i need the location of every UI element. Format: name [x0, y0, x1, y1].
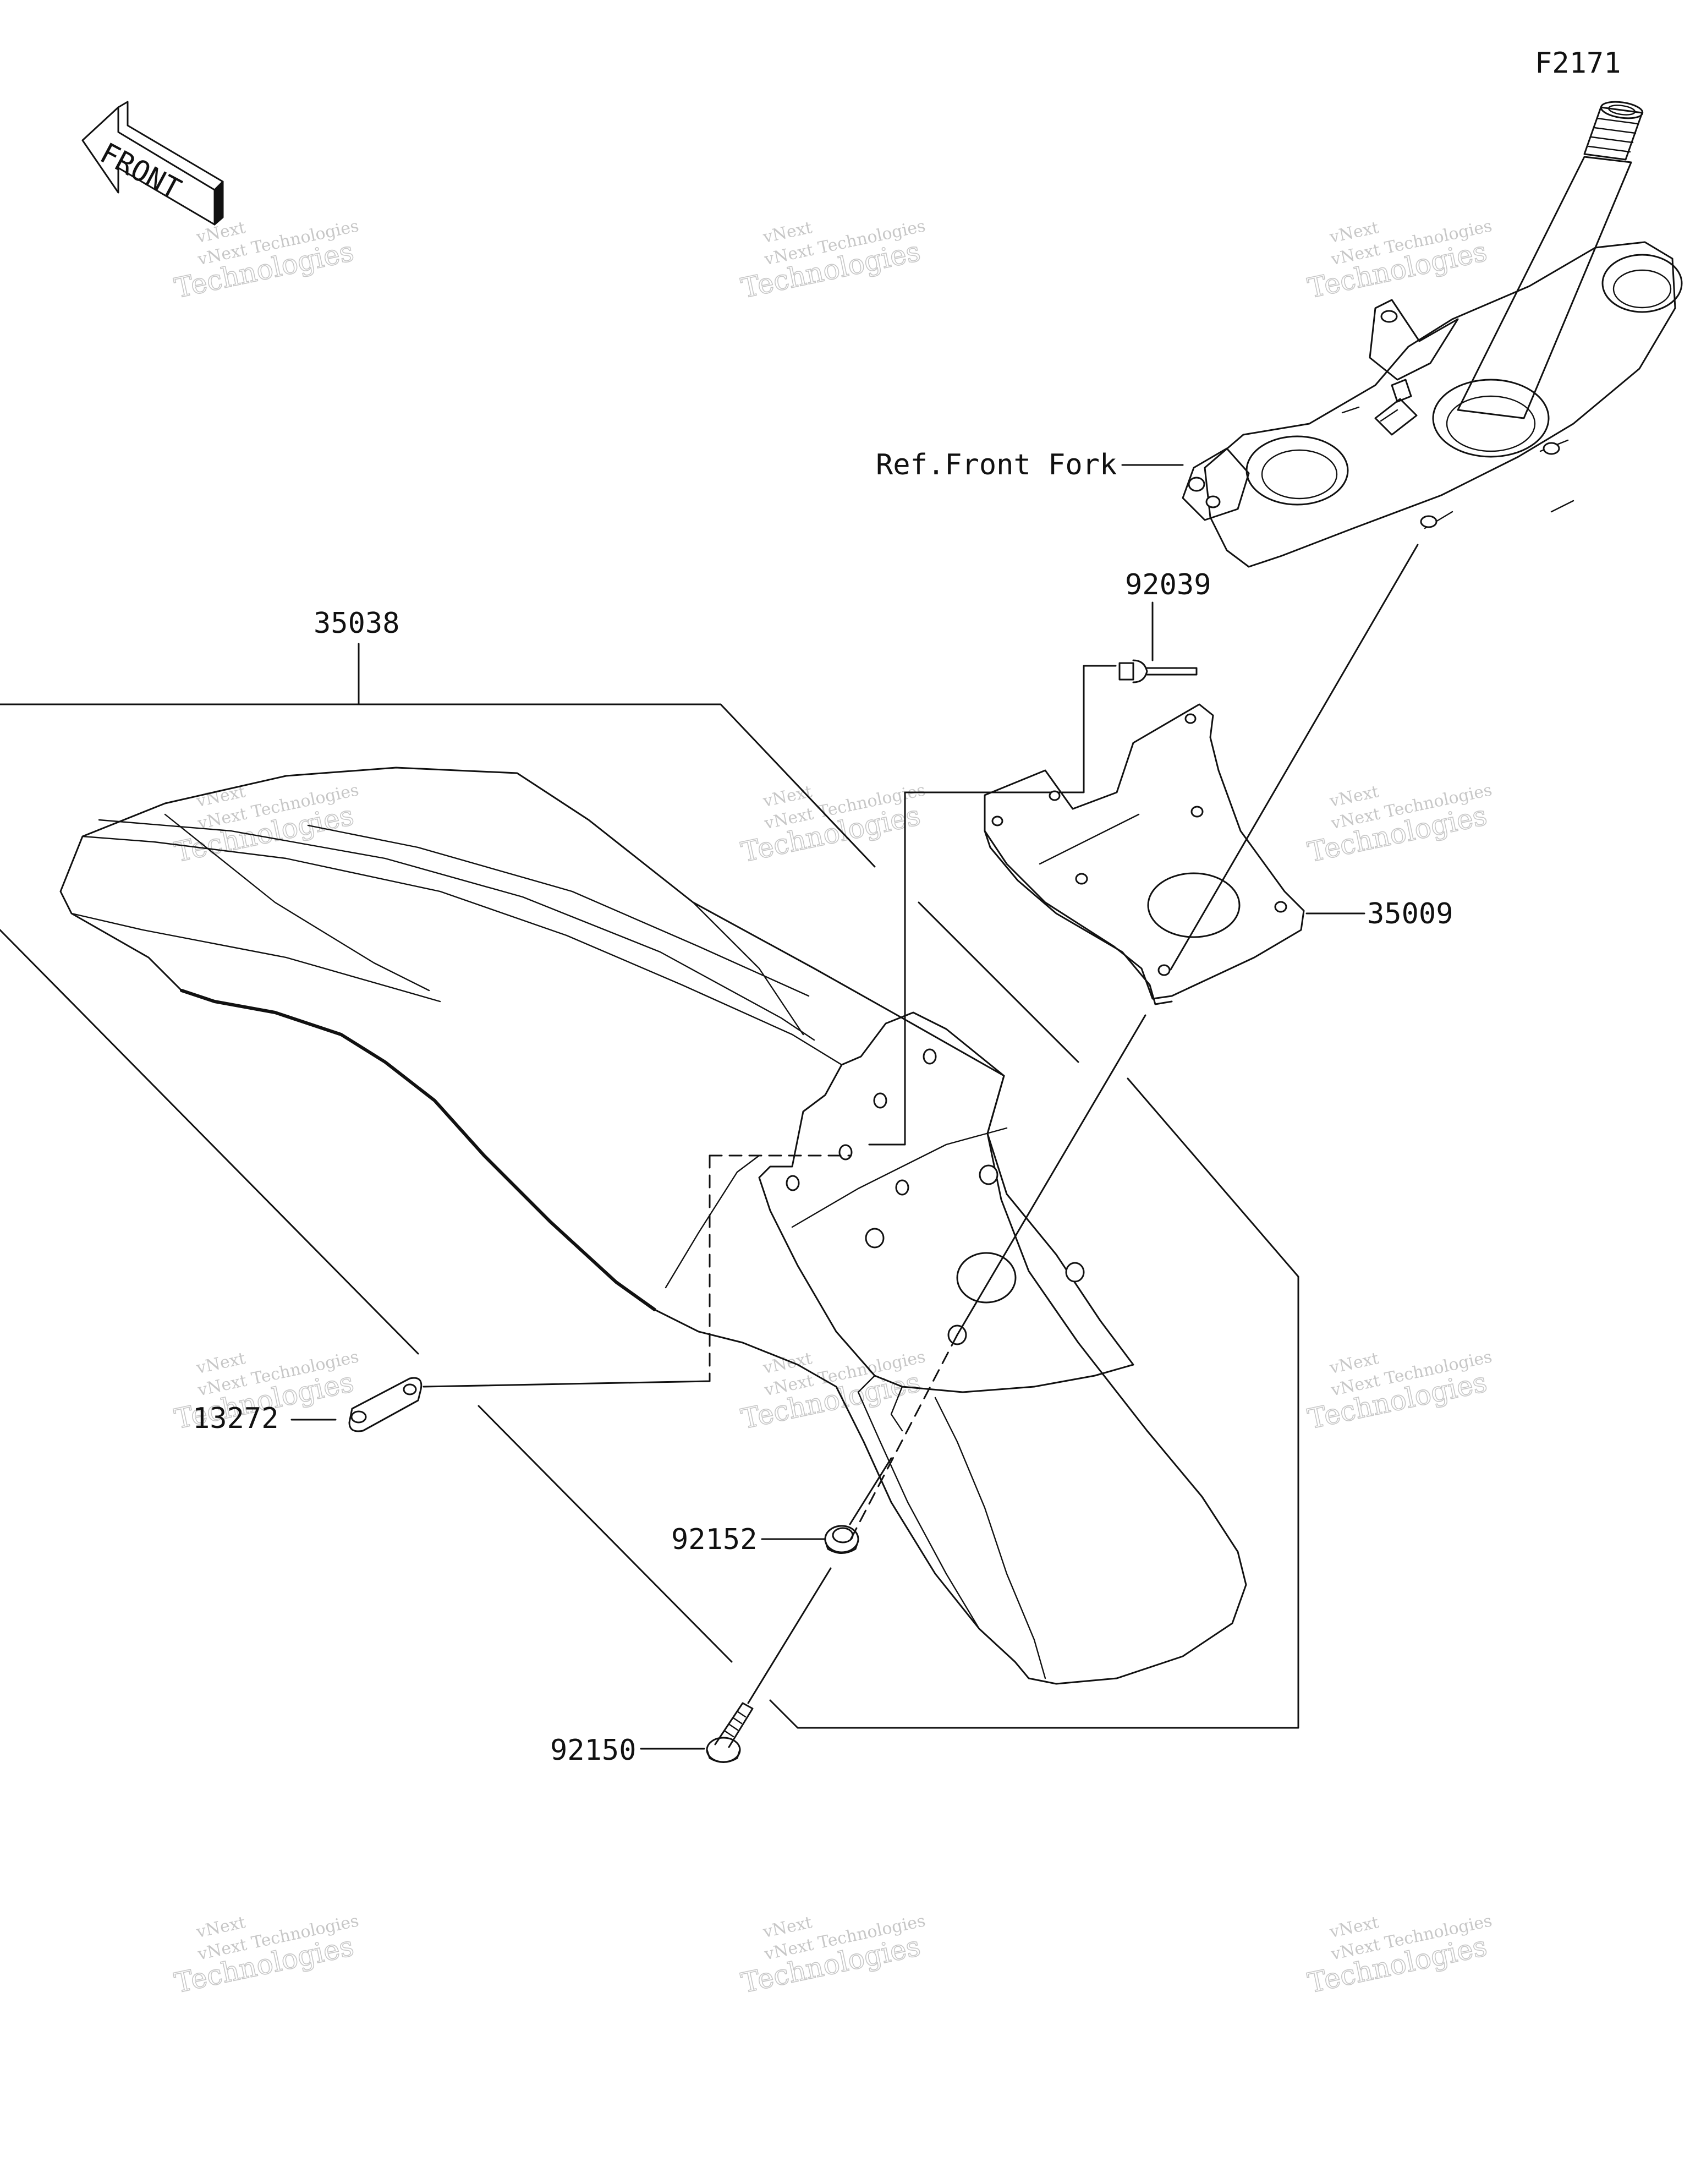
leader-92039-to-fender — [868, 665, 1117, 1146]
front-fender-35038 — [59, 767, 1247, 1685]
bracket-35009 — [984, 703, 1305, 1005]
callout-ref-front-fork: Ref.Front Fork — [876, 448, 1117, 481]
callout-92150: 92150 — [550, 1734, 637, 1767]
front-direction-arrow-icon: FRONT — [81, 101, 224, 226]
callout-35038: 35038 — [314, 607, 400, 640]
callout-35009: 35009 — [1367, 897, 1453, 930]
callout-92039: 92039 — [1125, 568, 1211, 601]
front-fork-steering-stem — [1182, 101, 1683, 568]
front-arrow-label: FRONT — [95, 137, 186, 206]
nut-92152 — [824, 1525, 859, 1554]
bolt-92150 — [706, 1702, 754, 1763]
leader-nut-to-fender — [849, 1457, 892, 1525]
leader-35038-right-frame — [769, 1077, 1299, 1729]
callout-92152: 92152 — [671, 1523, 758, 1556]
rivet-92039 — [1118, 659, 1198, 683]
leader-bracket-to-stem — [1170, 544, 1419, 971]
diagram-code: F2171 — [1535, 47, 1621, 80]
leader-lower-left-guide — [478, 1405, 733, 1663]
leader-left-fender-guide — [0, 929, 419, 1355]
leader-bolt-to-nut — [747, 1567, 832, 1704]
leader-35038-bracket-line — [0, 703, 876, 868]
leader-upper-diagonal — [918, 901, 1079, 1063]
leader-13272-to-fender — [422, 1375, 711, 1388]
plate-13272 — [348, 1377, 422, 1432]
leader-bracket-to-fender-hole — [956, 1014, 1146, 1336]
callout-13272: 13272 — [193, 1402, 279, 1435]
